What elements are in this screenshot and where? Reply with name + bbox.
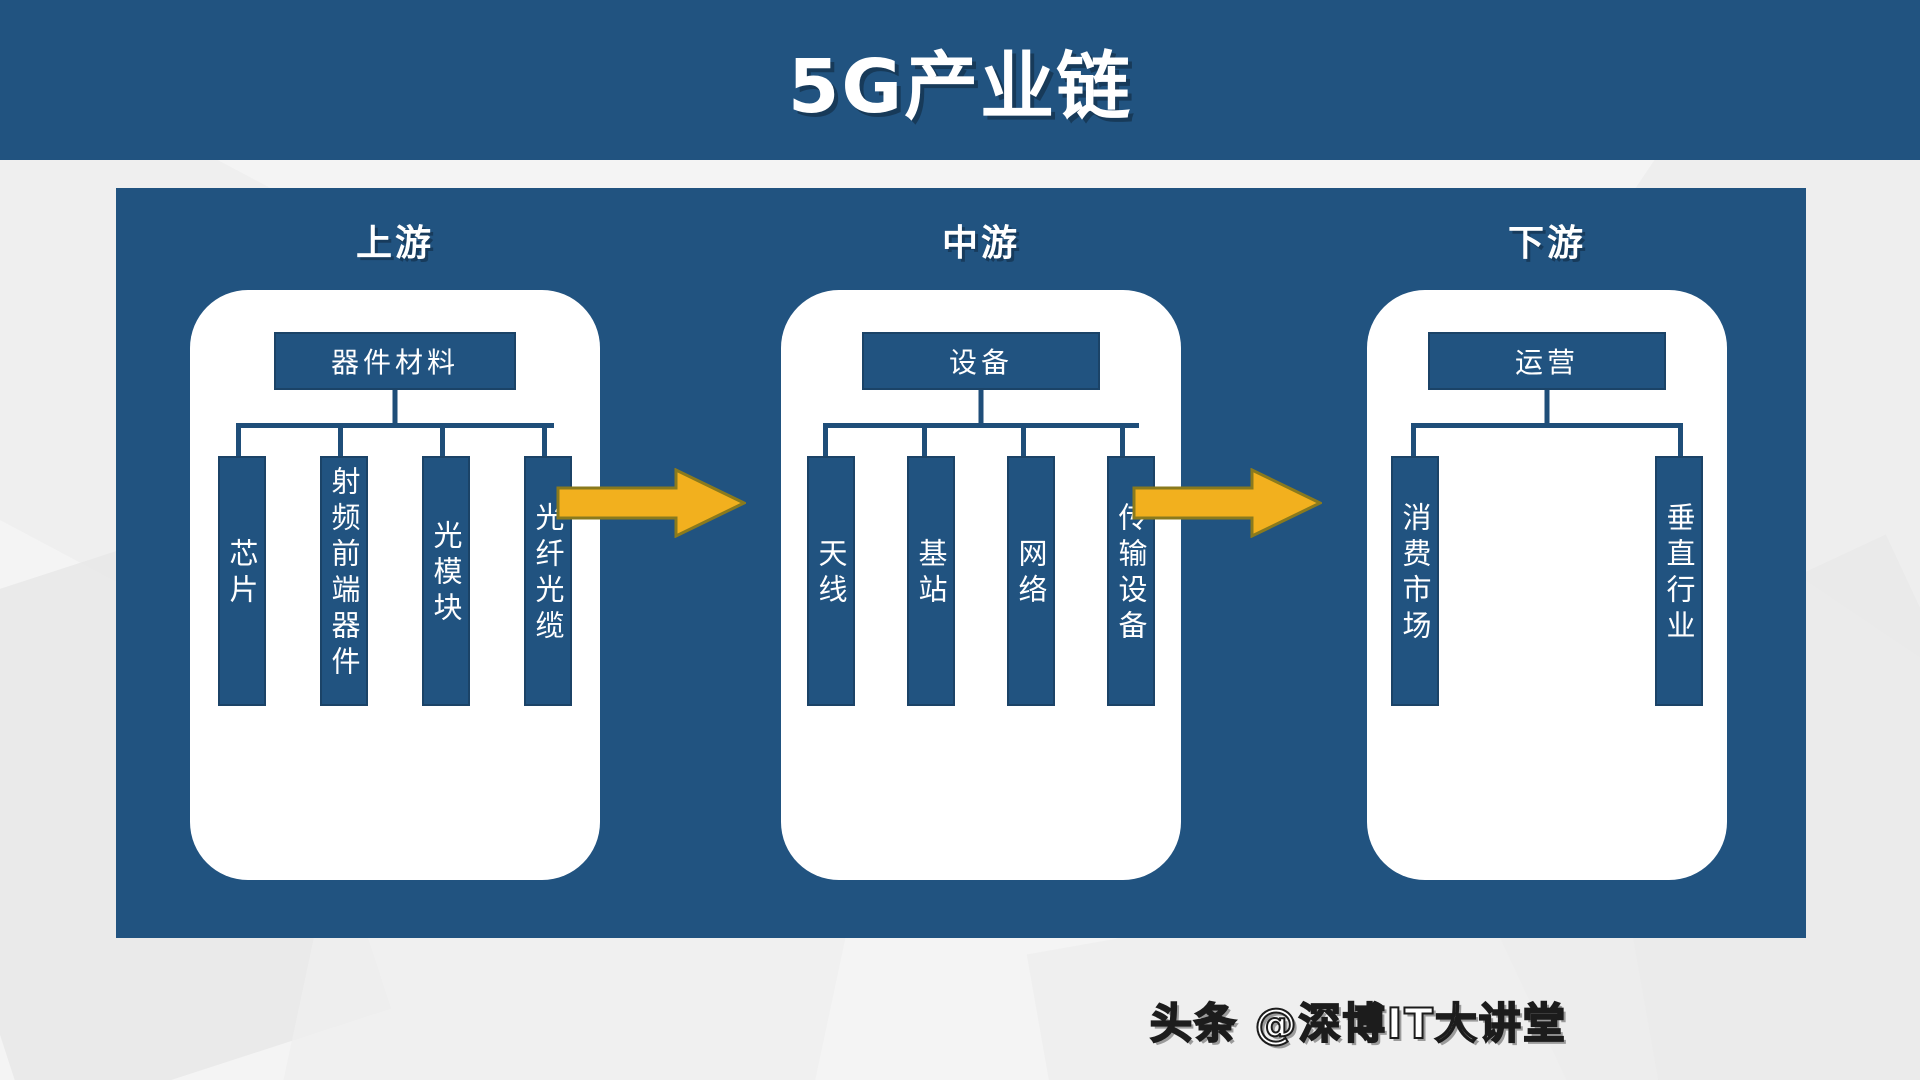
node-midstream-child-2[interactable]: 基站	[907, 456, 955, 706]
tree-drop	[922, 423, 927, 456]
tree-crossbar	[823, 423, 1139, 428]
tree-drop	[823, 423, 828, 456]
stage-card-upstream: 器件材料 芯片 射频前端器件	[190, 290, 600, 880]
stage-midstream: 中游 设备 天线 基站	[746, 188, 1322, 880]
node-label: 传输设备	[1114, 502, 1148, 646]
stage-downstream: 下游 运营 消费市场 垂直行业	[1332, 188, 1762, 880]
children-midstream: 天线 基站 网络 传输设备	[781, 456, 1181, 880]
node-label: 运营	[1514, 346, 1579, 379]
tree-drop	[1678, 423, 1683, 456]
node-label: 网络	[1014, 538, 1048, 610]
stage-card-midstream: 设备 天线 基站	[781, 290, 1181, 880]
tree-trunk	[392, 390, 398, 426]
node-downstream-child-1[interactable]: 消费市场	[1391, 456, 1439, 706]
node-upstream-head[interactable]: 器件材料	[274, 332, 516, 390]
tree-drop	[542, 423, 547, 456]
stage-title-upstream: 上游	[355, 223, 434, 264]
node-label: 光纤光缆	[531, 502, 565, 646]
tree-trunk	[978, 390, 984, 426]
node-midstream-child-1[interactable]: 天线	[807, 456, 855, 706]
tree-drop	[338, 423, 343, 456]
tree-crossbar	[1411, 423, 1683, 428]
children-upstream: 芯片 射频前端器件 光模块 光纤光缆	[190, 456, 600, 880]
node-label: 芯片	[225, 538, 259, 610]
tree-connector-upstream	[190, 390, 600, 456]
tree-crossbar	[236, 423, 554, 428]
node-downstream-head[interactable]: 运营	[1428, 332, 1666, 390]
node-midstream-child-3[interactable]: 网络	[1007, 456, 1055, 706]
node-upstream-child-2[interactable]: 射频前端器件	[320, 456, 368, 706]
node-label: 天线	[814, 538, 848, 610]
tree-connector-midstream	[781, 390, 1181, 456]
stage-card-downstream: 运营 消费市场 垂直行业	[1367, 290, 1727, 880]
children-downstream: 消费市场 垂直行业	[1367, 456, 1727, 880]
node-label: 器件材料	[330, 346, 459, 379]
node-label: 基站	[914, 538, 948, 610]
node-label: 射频前端器件	[327, 466, 361, 682]
tree-drop	[1411, 423, 1416, 456]
tree-drop	[1120, 423, 1125, 456]
node-upstream-child-3[interactable]: 光模块	[422, 456, 470, 706]
tree-drop	[440, 423, 445, 456]
page-title: 5G产业链	[787, 43, 1133, 130]
node-label: 设备	[948, 346, 1013, 379]
tree-drop	[236, 423, 241, 456]
arrow-midstream-to-downstream	[1132, 468, 1322, 538]
diagram-panel: 上游 器件材料 芯片 射频前端	[116, 188, 1806, 938]
node-label: 垂直行业	[1662, 502, 1696, 646]
tree-drop	[1021, 423, 1026, 456]
arrow-upstream-to-midstream	[556, 468, 746, 538]
node-label: 光模块	[429, 520, 463, 628]
stage-title-downstream: 下游	[1507, 223, 1586, 264]
watermark: 头条 @深博IT大讲堂	[1149, 998, 1567, 1049]
page-header: 5G产业链	[0, 0, 1920, 160]
stage-upstream: 上游 器件材料 芯片 射频前端	[160, 188, 746, 880]
tree-connector-downstream	[1367, 390, 1727, 456]
node-upstream-child-1[interactable]: 芯片	[218, 456, 266, 706]
node-label: 消费市场	[1398, 502, 1432, 646]
tree-trunk	[1544, 390, 1550, 426]
node-midstream-head[interactable]: 设备	[862, 332, 1100, 390]
stages-container: 上游 器件材料 芯片 射频前端	[116, 188, 1806, 938]
node-downstream-child-2[interactable]: 垂直行业	[1655, 456, 1703, 706]
stage-title-midstream: 中游	[941, 223, 1020, 264]
